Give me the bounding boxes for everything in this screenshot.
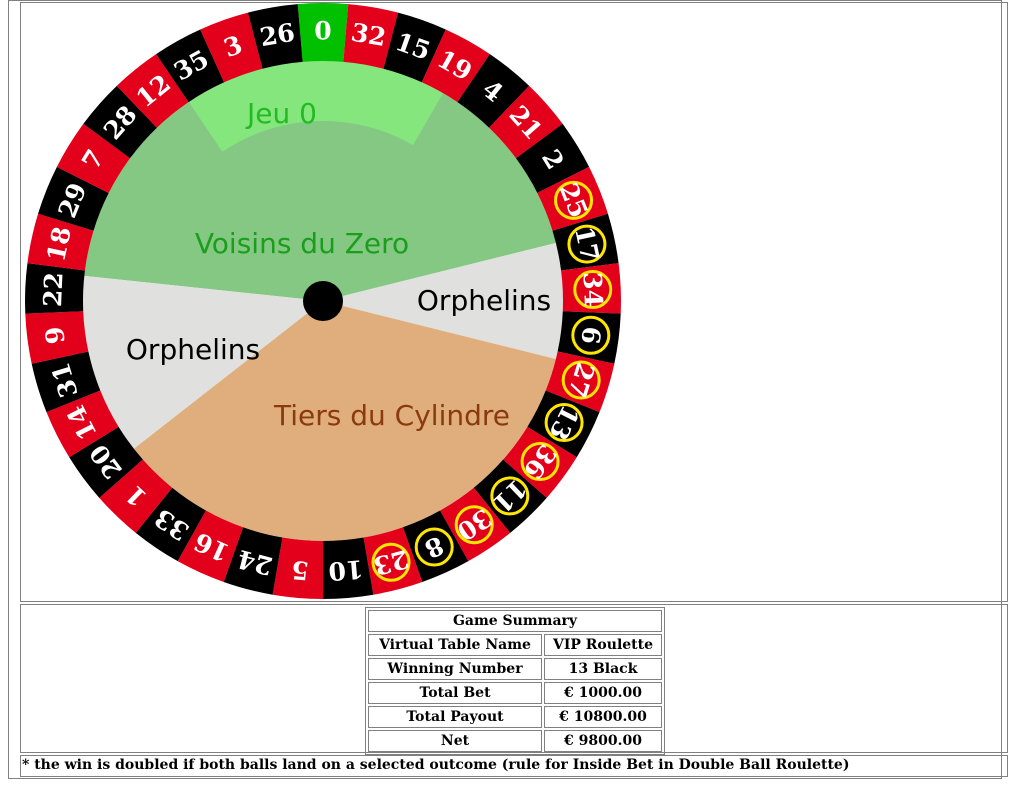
pocket-number-18: 18 bbox=[41, 224, 77, 264]
pocket-28 bbox=[83, 85, 157, 159]
summary-row: Virtual Table Name VIP Roulette bbox=[368, 634, 662, 656]
pocket-2 bbox=[515, 123, 590, 193]
game-summary-table: Game Summary Virtual Table Name VIP Roul… bbox=[365, 607, 665, 755]
wheel-sectors bbox=[82, 60, 563, 541]
summary-label-total-payout: Total Payout bbox=[368, 706, 542, 728]
pocket-36 bbox=[503, 426, 577, 498]
pocket-11 bbox=[473, 459, 547, 533]
sector-label-voisins-du-zero: Voisins du Zero bbox=[195, 227, 409, 260]
sector-label-orphelins-right: Orphelins bbox=[417, 284, 551, 317]
highlight-ring-6 bbox=[571, 315, 611, 355]
pocket-26 bbox=[247, 4, 303, 69]
summary-label-winning-number: Winning Number bbox=[368, 658, 542, 680]
sector-label-tiers-du-cylindre: Tiers du Cylindre bbox=[273, 399, 510, 432]
highlight-ring-8 bbox=[414, 527, 454, 567]
pocket-33 bbox=[135, 487, 206, 562]
pocket-22 bbox=[25, 263, 85, 314]
sector-tiers-du-cylindre bbox=[133, 301, 556, 541]
sector-orphelins-right bbox=[323, 242, 563, 360]
highlight-ring-11 bbox=[490, 476, 530, 516]
pocket-7 bbox=[56, 123, 131, 193]
pocket-20 bbox=[69, 426, 143, 498]
footnote-text: * the win is doubled if both balls land … bbox=[22, 757, 850, 773]
pocket-29 bbox=[38, 166, 109, 231]
summary-label-net: Net bbox=[368, 730, 542, 752]
pocket-number-17: 17 bbox=[569, 224, 605, 264]
pocket-number-9: 9 bbox=[40, 325, 71, 346]
summary-row: Winning Number 13 Black bbox=[368, 658, 662, 680]
pocket-18 bbox=[27, 213, 94, 271]
pocket-25 bbox=[537, 166, 608, 231]
pocket-19 bbox=[421, 29, 490, 103]
sector-label-jeu-0: Jeu 0 bbox=[245, 97, 317, 130]
pocket-15 bbox=[383, 12, 446, 83]
pocket-number-26: 26 bbox=[258, 18, 297, 52]
highlight-ring-25 bbox=[554, 180, 594, 220]
pocket-1 bbox=[99, 459, 173, 533]
pocket-31 bbox=[31, 351, 101, 413]
pocket-32 bbox=[343, 4, 399, 69]
pocket-number-0: 0 bbox=[314, 17, 331, 46]
pocket-5 bbox=[272, 537, 323, 599]
pocket-35 bbox=[156, 29, 225, 103]
footnote-cell: * the win is doubled if both balls land … bbox=[20, 755, 1008, 777]
highlight-ring-34 bbox=[573, 270, 613, 310]
summary-value-net: € 9800.00 bbox=[544, 730, 662, 752]
pocket-24 bbox=[223, 527, 283, 595]
pocket-13 bbox=[527, 390, 600, 458]
pocket-30 bbox=[440, 487, 511, 562]
summary-label-total-bet: Total Bet bbox=[368, 682, 542, 704]
game-summary-title: Game Summary bbox=[368, 610, 662, 632]
summary-value-total-payout: € 10800.00 bbox=[544, 706, 662, 728]
pocket-number-5: 5 bbox=[290, 555, 310, 585]
summary-value-winning-number: 13 Black bbox=[544, 658, 662, 680]
pocket-9 bbox=[25, 311, 89, 364]
highlight-ring-36 bbox=[520, 442, 560, 482]
summary-row: Total Bet € 1000.00 bbox=[368, 682, 662, 704]
highlight-ring-13 bbox=[544, 403, 584, 443]
highlight-ring-30 bbox=[454, 505, 494, 545]
pocket-number-32: 32 bbox=[349, 18, 388, 52]
game-summary-cell: Game Summary Virtual Table Name VIP Roul… bbox=[20, 604, 1008, 755]
wheel-hub bbox=[303, 281, 343, 321]
sector-jeu-0 bbox=[188, 60, 443, 152]
pocket-23 bbox=[363, 527, 423, 595]
summary-value-total-bet: € 1000.00 bbox=[544, 682, 662, 704]
summary-label-table-name: Virtual Table Name bbox=[368, 634, 542, 656]
pocket-number-10: 10 bbox=[327, 554, 364, 586]
summary-row: Total Payout € 10800.00 bbox=[368, 706, 662, 728]
highlight-ring-17 bbox=[567, 224, 607, 264]
pocket-16 bbox=[177, 510, 244, 582]
sector-orphelins-left bbox=[82, 275, 323, 449]
highlight-ring-27 bbox=[561, 360, 601, 400]
pocket-0 bbox=[297, 3, 349, 62]
pocket-number-22: 22 bbox=[38, 272, 68, 308]
sector-label-orphelins-left: Orphelins bbox=[126, 333, 260, 366]
pocket-8 bbox=[402, 510, 469, 582]
summary-value-table-name: VIP Roulette bbox=[544, 634, 662, 656]
pocket-number-6: 6 bbox=[575, 325, 606, 346]
summary-row: Net € 9800.00 bbox=[368, 730, 662, 752]
pocket-10 bbox=[323, 537, 374, 599]
pocket-3 bbox=[200, 12, 263, 83]
highlight-ring-23 bbox=[371, 542, 411, 582]
pocket-21 bbox=[489, 85, 563, 159]
pocket-12 bbox=[116, 54, 189, 128]
pocket-4 bbox=[457, 54, 530, 128]
pocket-number-34: 34 bbox=[578, 272, 608, 308]
pocket-14 bbox=[46, 390, 119, 458]
pocket-27 bbox=[545, 351, 615, 413]
